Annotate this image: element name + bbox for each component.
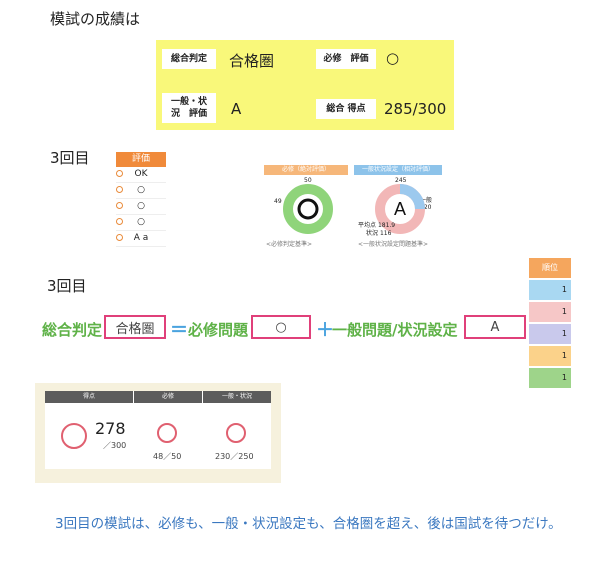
rank-header: 順位 — [529, 258, 571, 278]
general-status-label: 状況 — [366, 230, 379, 237]
list-item: A a — [116, 231, 166, 247]
list-item: ○ — [116, 199, 166, 215]
general-label-line2: 況 評価 — [170, 109, 207, 119]
general-label: 一般・状 況 評価 — [162, 93, 216, 123]
general-donut: A — [375, 184, 425, 234]
formula-overall: 総合判定 — [42, 321, 103, 339]
general-label-line1: 一般・状 — [170, 97, 207, 107]
score-col-general: 一般・状況 — [203, 391, 271, 403]
general-right-number: 120 — [420, 204, 432, 211]
required-left-number: 49 — [274, 198, 282, 205]
formula-general: 一般問題/状況設定 — [332, 321, 458, 339]
score-label: 総合 得点 — [316, 99, 376, 119]
list-item: OK — [116, 167, 166, 183]
rank-cell: 1 — [529, 368, 571, 388]
list-item-text: ○ — [137, 201, 145, 211]
rank-cell: 1 — [529, 280, 571, 300]
required-caption: <必修判定基準> — [266, 241, 313, 248]
required-top-number: 50 — [304, 177, 312, 184]
general-avg-number: 181.9 — [377, 222, 396, 229]
total-circle-icon — [61, 423, 87, 449]
score-table: 得点 必修 一般・状況 278 ／300 48／50 230／250 — [35, 383, 281, 483]
required-label: 必修 評価 — [316, 49, 376, 69]
formula-plus: ＋ — [316, 320, 334, 341]
circle-icon — [116, 202, 123, 209]
circle-icon — [116, 170, 123, 177]
general-avg: 平均点 181.9 — [358, 220, 395, 229]
donut-charts-thumbnail: 必修（絶対評価） 50 49 <必修判定基準> 一般状況設定（相対評価） 245… — [262, 165, 444, 250]
general-circle-icon — [226, 423, 246, 443]
overall-value: 合格圏 — [229, 52, 275, 70]
intro-text: 模試の成績は — [50, 10, 141, 28]
general-status: 状況 116 — [366, 228, 391, 237]
required-circle-icon — [157, 423, 177, 443]
score-col-required: 必修 — [134, 391, 202, 403]
circle-icon — [116, 218, 123, 225]
rank-cell: 1 — [529, 324, 571, 344]
evaluation-list-thumbnail: 評価 OK ○ ○ ○ A a — [116, 152, 166, 260]
general-top-number: 245 — [395, 177, 407, 184]
general-status-number: 116 — [379, 230, 392, 237]
total-score-frac: ／300 — [103, 441, 127, 450]
list-item-text: A a — [133, 233, 149, 243]
formula-general-value: A — [464, 315, 526, 339]
conclusion-text: 3回目の模試は、必修も、一般・状況設定も、合格圏を超え、後は国試を待つだけ。 — [55, 516, 562, 532]
score-table-panel: 得点 必修 一般・状況 278 ／300 48／50 230／250 — [45, 391, 271, 469]
rank-cell: 1 — [529, 346, 571, 366]
list-item-text: ○ — [137, 217, 145, 227]
evaluation-list-header: 評価 — [116, 152, 166, 167]
formula-required-value: ○ — [251, 315, 311, 339]
list-item-text: ○ — [137, 185, 145, 195]
circle-icon — [116, 234, 123, 241]
formula-overall-value: 合格圏 — [104, 315, 166, 339]
required-score-frac: 48／50 — [153, 452, 182, 461]
required-donut-title: 必修（絶対評価） — [264, 165, 348, 175]
rank-cell: 1 — [529, 302, 571, 322]
list-item-text: OK — [134, 169, 148, 179]
general-donut-title: 一般状況設定（相対評価） — [354, 165, 442, 175]
overall-label: 総合判定 — [162, 49, 216, 69]
general-right-label-text: 一般 — [420, 197, 433, 204]
formula-equals: ＝ — [170, 320, 188, 341]
general-score-frac: 230／250 — [215, 452, 254, 461]
list-item: ○ — [116, 183, 166, 199]
general-value: A — [231, 100, 242, 118]
score-col-total: 得点 — [45, 391, 133, 403]
section-label-1: 3回目 — [50, 149, 90, 167]
section-label-2: 3回目 — [47, 277, 87, 295]
general-avg-label: 平均点 — [358, 222, 377, 229]
score-value: 285/300 — [384, 100, 447, 118]
list-item: ○ — [116, 215, 166, 231]
circle-icon — [116, 186, 123, 193]
general-caption: <一般状況設定問題基準> — [358, 241, 429, 248]
required-value: ○ — [386, 49, 400, 67]
general-right-label: 一般 120 — [420, 195, 444, 211]
total-score: 278 — [95, 419, 126, 438]
rank-column: 順位 1 1 1 1 1 — [529, 258, 571, 390]
formula-required: 必修問題 — [188, 321, 249, 339]
formula-banner: 総合判定 合格圏 ＝ 必修問題 ○ ＋ 一般問題/状況設定 A — [40, 314, 526, 344]
general-donut-center: A — [394, 199, 406, 219]
result-card: 総合判定 合格圏 必修 評価 ○ 一般・状 況 評価 A 総合 得点 285/3… — [156, 40, 454, 130]
required-donut — [283, 184, 333, 234]
